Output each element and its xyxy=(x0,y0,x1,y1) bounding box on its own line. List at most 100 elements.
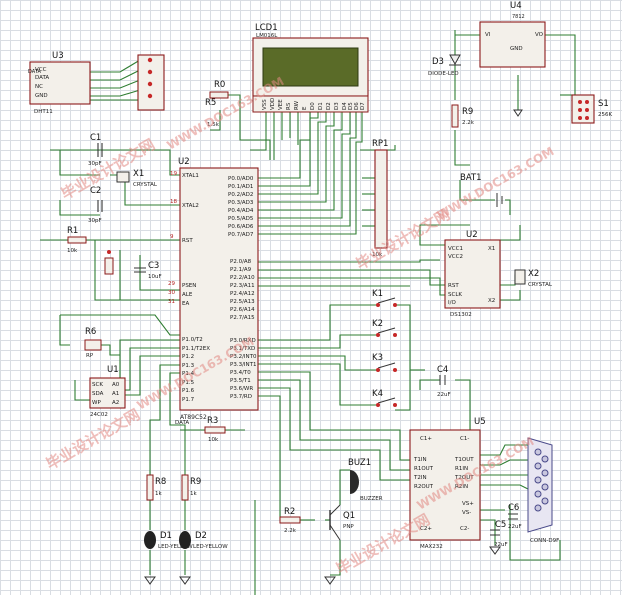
d3-ref: D3 xyxy=(432,57,444,67)
lcd-pin: D3 xyxy=(334,102,340,110)
u3-dht11: U3 VCC DATA NC GND DATA DHT11 xyxy=(28,51,91,115)
d2-val: LED-YELLOW xyxy=(193,544,228,550)
r3-ref: R3 xyxy=(207,416,218,426)
lcd-pin: VSS xyxy=(262,99,268,110)
u2-pin-num: 18 xyxy=(170,199,177,205)
lcd-pin: RS xyxy=(286,102,292,110)
reset-button xyxy=(104,250,114,275)
q1-val: PNP xyxy=(343,524,354,530)
u2-pin: XTAL1 xyxy=(182,173,199,179)
u5-pin: C1+ xyxy=(420,436,432,442)
ds1302-rtc: U2 VCC1 VCC2 X1 X2 RST SCLK I/O DS1302 xyxy=(444,230,501,318)
r1-ref: R1 xyxy=(67,226,78,236)
c3-cap: C3 10uF xyxy=(134,261,162,280)
u4-pin: VO xyxy=(535,32,544,38)
u5-pin: VS- xyxy=(462,510,471,516)
buz1-ref: BUZ1 xyxy=(348,458,371,468)
u1-model: 24C02 xyxy=(90,412,108,418)
k1-ref: K1 xyxy=(372,289,383,299)
u1-pin: WP xyxy=(92,400,101,406)
u5-pin: T1IN xyxy=(413,457,427,463)
u5-model: MAX232 xyxy=(420,544,443,550)
u2-pin: P3.6/WR xyxy=(230,386,253,392)
c6-val: 22uF xyxy=(508,524,522,530)
r3-resistor: R3 10k DATA xyxy=(175,416,226,443)
u2-pin: P3.2/INT0 xyxy=(230,354,257,360)
u4-7812: U4 7812 VI VO GND xyxy=(479,1,546,68)
u2-pin: XTAL2 xyxy=(182,203,199,209)
lcd1: LCD1 LM016L VSS VDD VEE RS RW E D0 D1 D2… xyxy=(252,23,369,113)
x2-val: CRYSTAL xyxy=(528,282,553,288)
u2-pin: P2.2/A10 xyxy=(230,275,255,281)
r9b-resistor: R9 2.2k xyxy=(451,104,475,128)
u2-pin: PSEN xyxy=(182,283,196,289)
u2-pin: P3.0/RXD xyxy=(230,338,256,344)
u5-pin: C2+ xyxy=(420,526,432,532)
s1-val: 256K xyxy=(598,112,612,118)
c2-ref: C2 xyxy=(90,186,101,196)
u2-pin: P2.3/A11 xyxy=(230,283,255,289)
c5-val: 22uF xyxy=(494,542,508,548)
dht-switch-block xyxy=(137,54,165,111)
u2-pin: P0.5/AD5 xyxy=(228,216,254,222)
r9-resistor: R9 1k xyxy=(181,474,201,501)
u3-pin: NC xyxy=(35,84,43,90)
u2-p3-pins: P3.0/RXD P3.1/TXD P3.2/INT0 P3.3/INT1 P3… xyxy=(230,338,257,400)
u4-pin: VI xyxy=(485,32,491,38)
c4-ref: C4 xyxy=(437,365,448,375)
u2-pin: EA xyxy=(182,301,189,307)
ds-pin: RST xyxy=(448,283,459,289)
c2-val: 30pF xyxy=(88,218,102,224)
r8-ref: R8 xyxy=(155,477,166,487)
u2-model: AT89C52 xyxy=(180,414,207,421)
u5-pin: C1- xyxy=(460,436,469,442)
r8-resistor: R8 1k xyxy=(146,474,166,501)
u2-pin: P2.7/A15 xyxy=(230,315,255,321)
lcd-pin: D6 xyxy=(354,102,360,110)
c6-cap: C6 22uF xyxy=(508,503,522,530)
key-k4: K4 xyxy=(372,389,397,407)
ds-pin: VCC2 xyxy=(448,254,463,260)
ds-pin: SCLK xyxy=(448,292,462,298)
d3-led: D3 DIODE-LED xyxy=(428,54,461,77)
u2-pin: P0.1/AD1 xyxy=(228,184,253,190)
c3-ref: C3 xyxy=(148,261,159,271)
c5-cap: C5 22uF xyxy=(490,520,508,548)
u2-pin: RST xyxy=(182,238,193,244)
u2-pin: P1.1/T2EX xyxy=(182,346,210,352)
u1-pin: SCK xyxy=(92,382,103,388)
u3-pin: GND xyxy=(35,93,48,99)
u2-pin-num: 9 xyxy=(170,234,174,240)
r5-val: 1.5k xyxy=(207,122,220,128)
u2-pin: P0.6/AD6 xyxy=(228,224,254,230)
r3-data-label: DATA xyxy=(175,420,189,426)
r2-ref: R2 xyxy=(284,507,295,517)
k4-ref: K4 xyxy=(372,389,383,399)
r3-val: 10k xyxy=(208,437,219,443)
u1-ref: U1 xyxy=(107,365,119,375)
u3-pin: VCC xyxy=(35,67,47,73)
u2-pin: P3.5/T1 xyxy=(230,378,251,384)
u5-max232: U5 C1+ C1- T1IN R1OUT T2IN R2OUT T1OUT R… xyxy=(409,417,486,550)
u2-pin: P3.7/RD xyxy=(230,394,252,400)
rp1-val: 10k xyxy=(372,252,383,258)
u2-pin: P2.6/A14 xyxy=(230,307,255,313)
u2-p2-pins: P2.0/A8 P2.1/A9 P2.2/A10 P2.3/A11 P2.4/A… xyxy=(230,259,255,321)
u1-pin: A0 xyxy=(112,382,120,388)
lcd-pin: D1 xyxy=(318,102,324,110)
u2-pin: P0.4/AD4 xyxy=(228,208,254,214)
c1-val: 30pF xyxy=(88,161,102,167)
r1-resistor: R1 10k xyxy=(67,226,87,254)
u2-pin: P3.1/TXD xyxy=(230,346,255,352)
r5-ref: R5 xyxy=(205,98,216,108)
bat1-battery: BAT1 xyxy=(460,173,503,207)
r2-val: 2.2k xyxy=(284,528,297,534)
u2-pin: P2.0/A8 xyxy=(230,259,252,265)
u1-pin: A1 xyxy=(112,391,119,397)
u2-pin: P1.5 xyxy=(182,380,195,386)
d3-val: DIODE-LED xyxy=(428,71,459,77)
d1-ref: D1 xyxy=(160,531,172,541)
s1-ref: S1 xyxy=(598,99,609,109)
u2-pin: P3.3/INT1 xyxy=(230,362,257,368)
rx-ref: R0 xyxy=(214,80,225,90)
